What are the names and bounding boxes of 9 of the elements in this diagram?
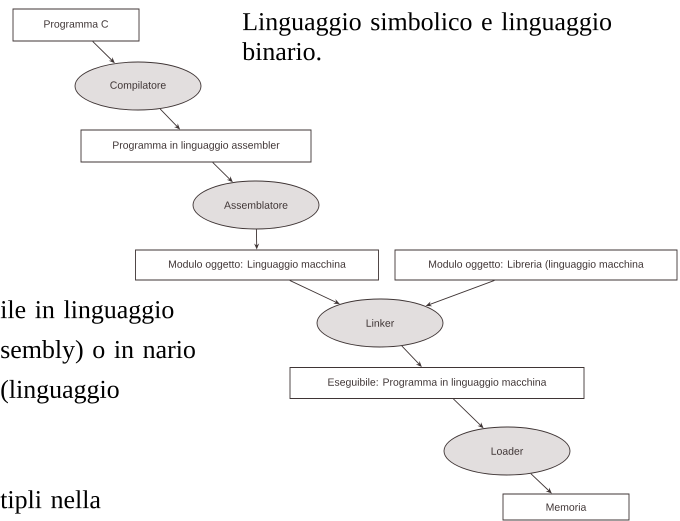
data-box: Modulo oggetto: Libreria (linguaggio macchina: [394, 250, 678, 280]
data-box: Programma C: [12, 8, 140, 42]
slide-text: tipli nella: [0, 490, 101, 514]
data-box: Modulo oggetto: Linguaggio macchina: [135, 250, 379, 280]
data-box: Eseguibile: Programma in linguaggio macchina: [290, 367, 584, 399]
slide-text: Linguaggio simbolico e linguaggio binario.: [242, 12, 612, 60]
data-box: Memoria: [502, 494, 630, 520]
slide-text: ile in linguaggio sembly) o in nario (linguaggio: [0, 300, 195, 404]
data-box: Programma in linguaggio assembler: [80, 130, 312, 162]
